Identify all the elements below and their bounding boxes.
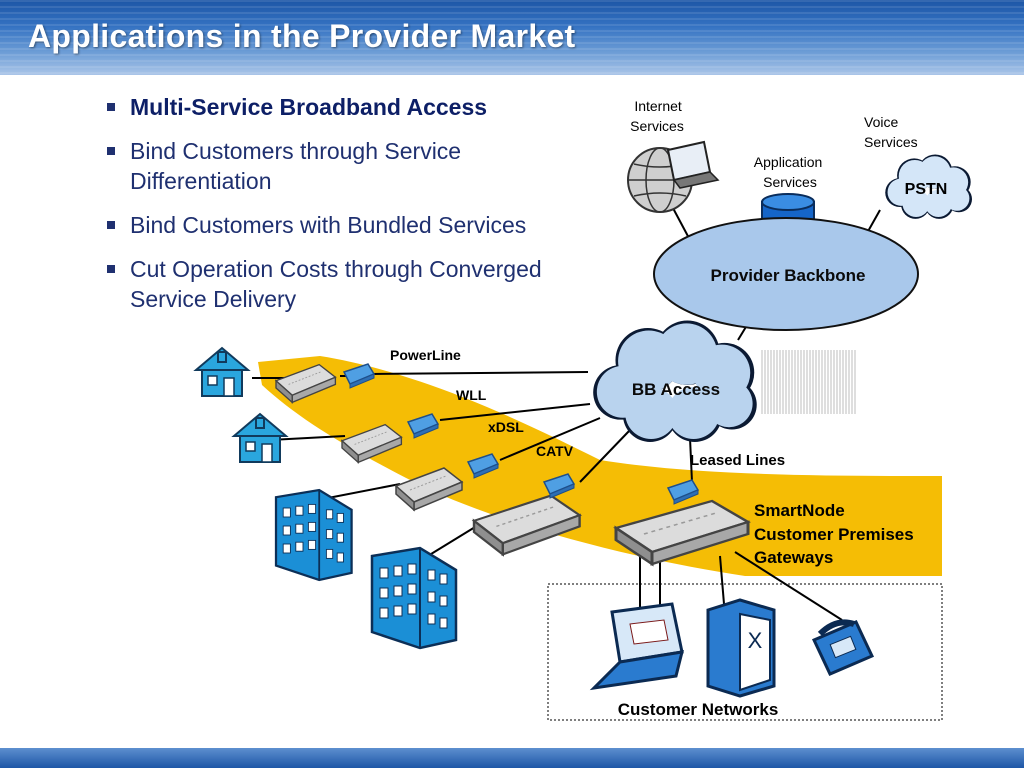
application-services-label: Application Services: [754, 154, 826, 190]
house-icon: [233, 413, 287, 463]
leased-lines-label: Leased Lines: [690, 452, 785, 469]
provider-backbone: [653, 217, 919, 331]
bullet-item: Bind Customers with Bundled Services: [104, 210, 604, 240]
internet-services-label: Internet Services: [630, 98, 686, 134]
office-building-icon: [274, 488, 353, 582]
office-building-icon: [370, 546, 458, 650]
laptop-icon: [589, 602, 685, 691]
title-bar: Applications in the Provider Market: [0, 0, 1024, 75]
customer-networks-label: Customer Networks: [618, 700, 779, 719]
title-bar-stripes: [0, 0, 1024, 75]
customer-networks-box: [547, 583, 943, 721]
bullet-item: Multi-Service Broadband Access: [104, 92, 604, 122]
access-lines: [252, 371, 843, 621]
xdsl-label: xDSL: [488, 419, 524, 435]
bb-access-label: BB Access: [632, 380, 720, 399]
footer-bar: [0, 748, 1024, 768]
bullet-item: Cut Operation Costs through Converged Se…: [104, 254, 604, 314]
globe-laptop-icon: [627, 140, 720, 213]
wll-label: WLL: [456, 387, 487, 403]
catv-label: CATV: [536, 443, 574, 459]
provider-backbone-label: Provider Backbone: [711, 266, 866, 285]
slide-title: Applications in the Provider Market: [28, 18, 576, 54]
pstn-label: PSTN: [905, 181, 948, 198]
bullet-list: Multi-Service Broadband Access Bind Cust…: [104, 92, 604, 328]
svg-text:X: X: [748, 628, 763, 653]
telephone-icon: [811, 619, 875, 676]
house-icon: [195, 347, 249, 397]
bullet-item: Bind Customers through Service Different…: [104, 136, 604, 196]
smartnode-label: SmartNode Customer Premises Gateways: [754, 501, 918, 567]
voice-services-label: Voice Services: [864, 114, 918, 150]
access-band: [258, 356, 942, 576]
connection-bars: [761, 350, 856, 414]
server-icon: X: [706, 598, 776, 698]
powerline-label: PowerLine: [390, 347, 461, 363]
